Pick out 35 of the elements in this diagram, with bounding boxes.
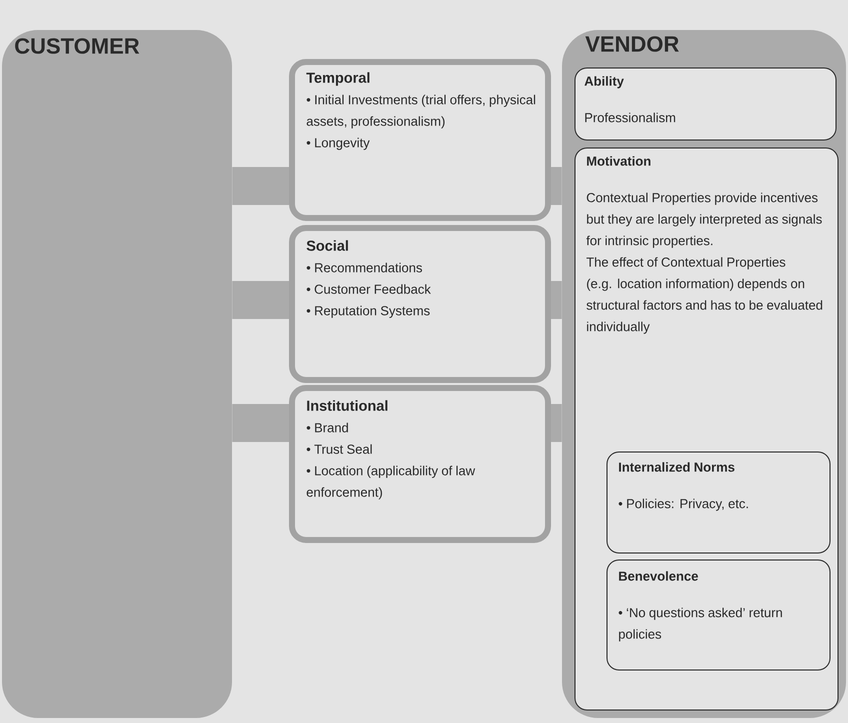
category-box [289, 385, 551, 543]
connector-band [551, 167, 562, 205]
body-text: • Longevity [306, 138, 370, 150]
column-panel [2, 30, 232, 718]
panel-title: CUSTOMER [15, 38, 140, 54]
box-heading: Internalized Norms [619, 462, 734, 472]
box-heading: Institutional [307, 400, 388, 411]
body-text: • Location (applicability of law enforcement) [306, 466, 476, 500]
connector-band [232, 404, 289, 442]
connector-band [551, 404, 562, 442]
factor-box [574, 68, 836, 140]
box-heading: Temporal [306, 72, 370, 86]
body-text: Professionalism [585, 112, 676, 122]
body-text: • Brand [306, 422, 348, 432]
body-text: • Recommendations [306, 262, 422, 272]
category-box [289, 59, 551, 221]
panel-title: VENDOR [585, 36, 679, 52]
body-text: • Trust Seal [306, 444, 372, 454]
box-heading: Motivation [587, 156, 650, 166]
body-text: Contextual Properties provide incentives but they are largely interpreted as signals for intrinsic properties. [586, 192, 822, 248]
connector-band [232, 167, 289, 205]
category-box [289, 225, 551, 383]
factor-box [606, 560, 830, 670]
body-text: • Policies: Privacy, etc. [618, 498, 748, 511]
box-heading: Benevolence [619, 571, 698, 581]
box-heading: Social [306, 240, 348, 251]
connector-band [551, 281, 562, 319]
body-text: The effect of Contextual Properties (e.g. location information) depends on structural factors and has to be evaluated individually [586, 257, 822, 334]
box-heading: Ability [584, 76, 624, 88]
body-text: • Reputation Systems [306, 306, 430, 318]
connector-band [232, 281, 289, 319]
body-text: • Initial Investments (trial offers, physical assets, professionalism) [306, 94, 536, 128]
body-text: • ‘No questions asked’ return policies [618, 608, 782, 642]
body-text: • Customer Feedback [306, 284, 431, 294]
factor-box [606, 452, 830, 554]
